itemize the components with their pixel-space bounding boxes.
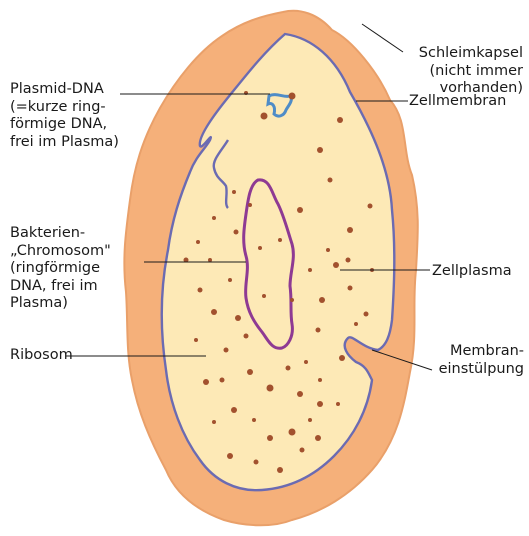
ribosome-dot: [277, 467, 283, 473]
ribosome-dot: [347, 227, 353, 233]
leader-schleimkapsel: [362, 24, 403, 52]
ribosome-dot: [315, 435, 321, 441]
label-zellmembran: Zellmembran: [409, 93, 506, 111]
ribosome-dot: [333, 262, 339, 268]
ribosome-dot: [208, 258, 212, 262]
ribosome-dot: [198, 288, 203, 293]
ribosome-dot: [300, 448, 305, 453]
ribosome-dot: [196, 240, 200, 244]
ribosome-dot: [368, 204, 373, 209]
ribosome-dot: [289, 429, 296, 436]
ribosome-dot: [328, 178, 333, 183]
ribosome-dot: [278, 238, 282, 242]
ribosome-dot: [203, 379, 209, 385]
ribosome-dot: [254, 460, 259, 465]
ribosome-dot: [211, 309, 217, 315]
ribosome-dot: [231, 407, 237, 413]
ribosome-dot: [286, 366, 291, 371]
ribosome-dot: [258, 246, 262, 250]
ribosome-dot: [232, 190, 236, 194]
ribosome-dot: [318, 378, 322, 382]
ribosome-dot: [308, 268, 312, 272]
ribosome-dot: [224, 348, 229, 353]
ribosome-dot: [194, 338, 198, 342]
ribosome-dot: [234, 230, 239, 235]
ribosome-dot: [267, 435, 273, 441]
label-membraneinstuelpung: Membran- einstülpung: [430, 343, 524, 378]
ribosome-dot: [220, 378, 225, 383]
ribosome-dot: [308, 418, 312, 422]
ribosome-dot: [317, 147, 323, 153]
ribosome-dot: [319, 297, 325, 303]
label-zellplasma: Zellplasma: [432, 263, 512, 281]
ribosome-dot: [212, 420, 216, 424]
ribosome-dot: [248, 203, 252, 207]
label-bakterien-chromosom: Bakterien- „Chromosom" (ringförmige DNA,…: [10, 225, 111, 313]
ribosome-dot: [262, 294, 266, 298]
label-schleimkapsel: Schleimkapsel (nicht immer vorhanden): [403, 45, 523, 98]
ribosome-dot: [297, 207, 303, 213]
label-plasmid-dna: Plasmid-DNA (=kurze ring- förmige DNA, f…: [10, 81, 119, 151]
ribosome-dot: [290, 298, 294, 302]
ribosome-dot: [336, 402, 340, 406]
ribosome-dot: [297, 391, 303, 397]
ribosome-dot: [235, 315, 241, 321]
ribosome-dot: [364, 312, 369, 317]
ribosome-dot: [289, 93, 296, 100]
ribosome-dot: [354, 322, 358, 326]
ribosome-dot: [339, 355, 345, 361]
ribosome-dot: [212, 216, 216, 220]
ribosome-dot: [316, 328, 321, 333]
ribosome-dot: [348, 286, 353, 291]
label-ribosom: Ribosom: [10, 347, 73, 365]
ribosome-dot: [244, 334, 249, 339]
ribosome-dot: [247, 369, 253, 375]
ribosome-dot: [267, 385, 274, 392]
ribosome-dot: [317, 401, 323, 407]
ribosome-dot: [228, 278, 232, 282]
ribosome-dot: [261, 113, 268, 120]
ribosome-dot: [326, 248, 330, 252]
ribosome-dot: [227, 453, 233, 459]
ribosome-dot: [304, 360, 308, 364]
ribosome-dot: [252, 418, 256, 422]
ribosome-dot: [346, 258, 351, 263]
ribosome-dot: [337, 117, 343, 123]
